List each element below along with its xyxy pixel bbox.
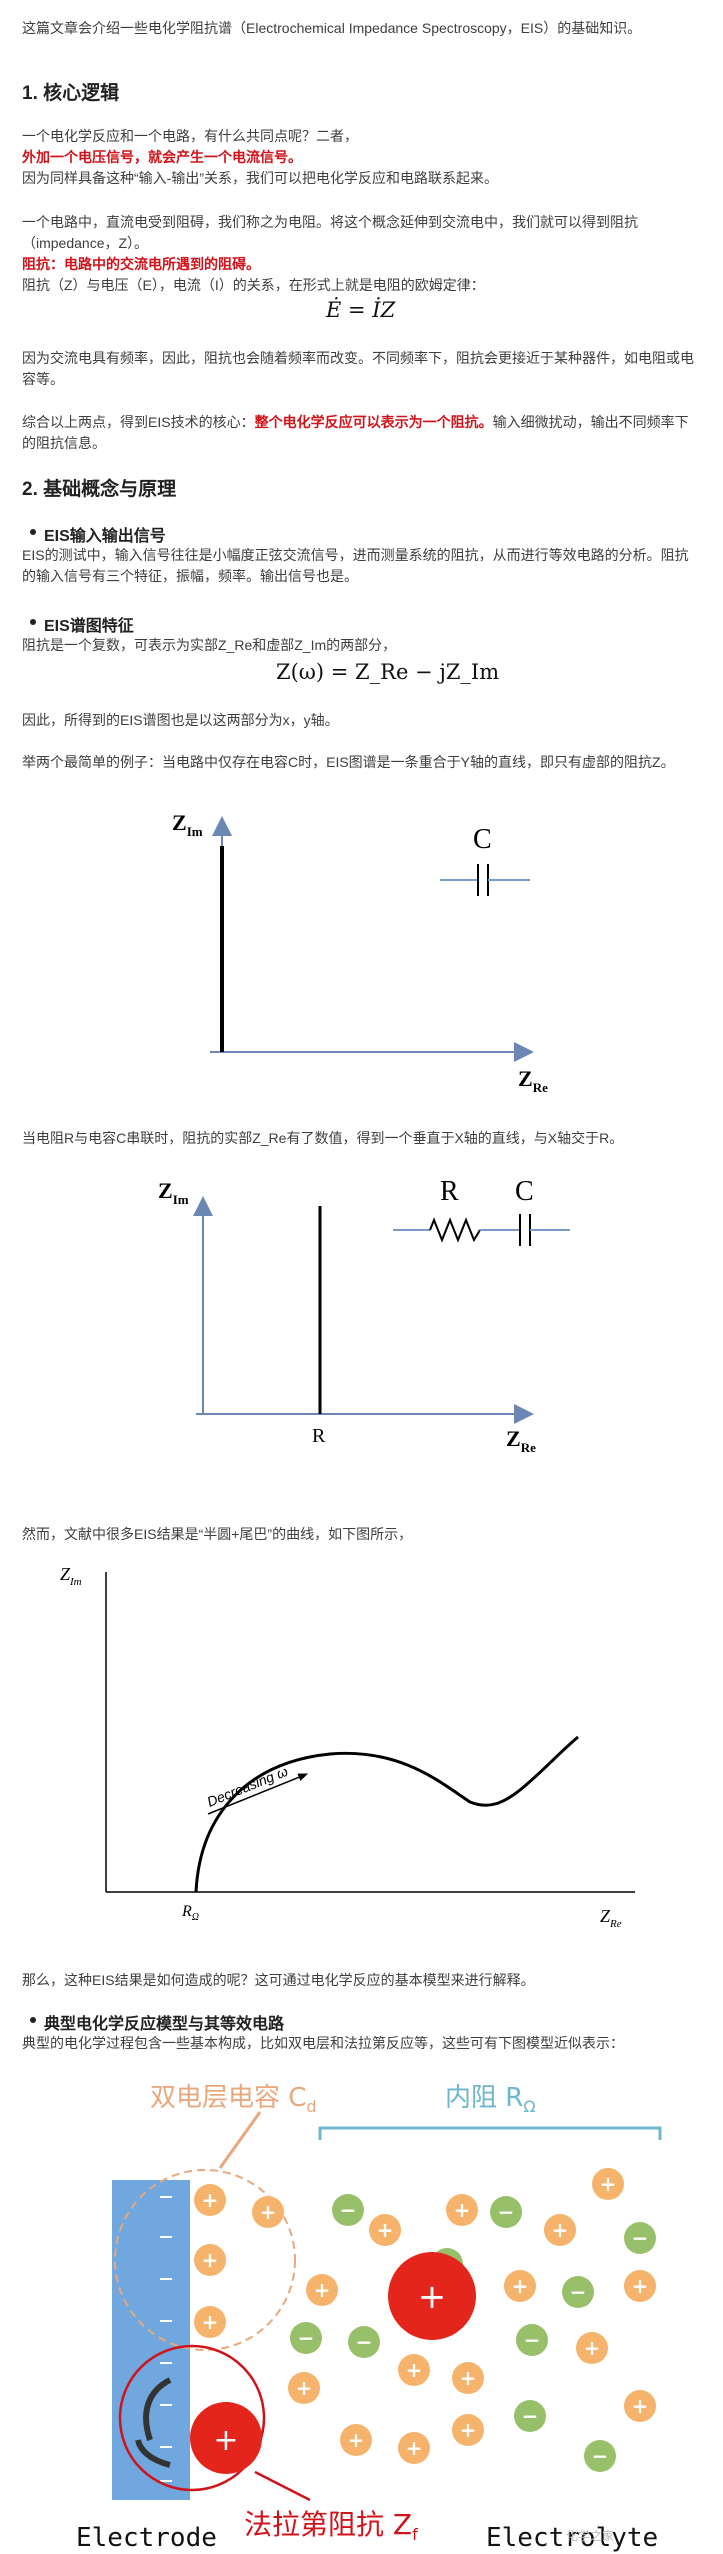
svg-text:+: + [632,2394,649,2418]
s1-p2b: 阻抗：电路中的交流电所遇到的阻碍。 [22,256,260,272]
s1-p2a: 一个电路中，直流电受到阻碍，我们称之为电阻。将这个概念延伸到交流电中，我们就可以… [22,214,638,251]
example-4-text: 那么，这种EIS结果是如何造成的呢？这可通过电化学反应的基本模型来进行解释。 [22,1972,535,1988]
svg-text:−: − [340,2198,357,2222]
example-3-text: 然而，文献中很多EIS结果是“半圆+尾巴”的曲线，如下图所示， [22,1526,413,1542]
y-axis-label: ZIm [172,810,203,839]
x-axis-label: ZRe [518,1066,548,1095]
section-2-title: 2. 基础概念与原理 [22,479,177,500]
nyquist-curve [194,1735,579,1893]
resistor-label: R [440,1176,459,1207]
capacitor-symbol: C [440,824,530,896]
figure-electrochemical-model: 双电层电容 Cd 内阻 RΩ + + + + + + + + + + + + + + + + + + +… [76,2083,662,2553]
figure-capacitor-plot: ZIm ZRe C [172,810,548,1095]
svg-text:+: + [348,2428,365,2452]
s1-p1b: 外加一个电压信号，就会产生一个电流信号。 [22,149,302,165]
faradaic-label: 法拉第阻抗 Zf [244,2508,418,2544]
s1-p2c: 阻抗（Z）与电压（E），电流（I）的关系，在形式上就是电阻的欧姆定律： [22,277,485,293]
svg-text:−: − [522,2404,539,2428]
example-2-text: 当电阻R与电容C串联时，阻抗的实部Z_Re有了数值，得到一个垂直于X轴的直线，与… [22,1130,624,1146]
y-axis-label: ZIm [60,1564,82,1588]
svg-text:+: + [632,2274,649,2298]
figure-semicircle-plot: Decreasing ω ZIm ZRe RΩ [60,1564,635,1930]
s1-p4b: 整个电化学反应可以表示为一个阻抗。 [254,414,493,430]
s1-p4c: 输入细微扰动，输出不同频率下的阻抗信息。 [22,414,689,451]
s1-paragraph-4: 综合以上两点，得到EIS技术的核心：整个电化学反应可以表示为一个阻抗。输入细微扰… [22,412,702,454]
svg-text:−: − [592,2444,609,2468]
capacitor-label: C [473,824,492,855]
svg-text:+: + [260,2200,277,2224]
s1-paragraph-1: 一个电化学反应和一个电路，有什么共同点呢？二者， 外加一个电压信号，就会产生一个… [22,126,702,189]
s1-p4a: 综合以上两点，得到EIS技术的核心： [22,414,255,430]
svg-text:+: + [314,2278,331,2302]
section-1-title: 1. 核心逻辑 [22,83,120,104]
reaction-arrow-top [143,2377,172,2441]
internal-r-label: 内阻 RΩ [445,2083,536,2116]
svg-text:+: + [213,2423,238,2458]
double-layer-label: 双电层电容 Cd [150,2083,317,2116]
sub-eis-io: EIS输入输出信号 [30,522,166,546]
ohm-formula: Ė = İZ [326,298,396,322]
double-layer-arrow [218,2111,262,2169]
svg-text:+: + [512,2274,529,2298]
svg-text:+: + [202,2188,219,2212]
ion-signs: +++ +++ +++ +++ +++ +++ + −−− −−− −−− − [202,2172,649,2468]
capacitor-label: C [515,1176,534,1207]
sub-eis-spectrum-text: 阻抗是一个复数，可表示为实部Z_Re和虚部Z_Im的两部分， [22,637,397,653]
svg-text:+: + [202,2248,219,2272]
figure-rc-series-plot: R ZIm ZRe R C [158,1176,570,1455]
example-1-text: 举两个最简单的例子：当电路中仅存在电容C时，EIS图谱是一条重合于Y轴的直线，即… [22,754,675,770]
svg-text:−: − [524,2328,541,2352]
plus-ions [194,2168,656,2464]
watermark: 化学之家 [566,2528,614,2543]
svg-text:+: + [406,2436,423,2460]
y-axis-label: ZIm [158,1178,189,1207]
electrode-block [112,2180,190,2500]
faradaic-circle [118,2344,266,2492]
svg-text:+: + [454,2198,471,2222]
sub-eis-spectrum: EIS谱图特征 [30,612,134,636]
r-omega-label: RΩ [181,1903,199,1923]
sub-model: 典型电化学反应模型与其等效电路 [29,2010,284,2034]
double-layer-circle [114,2169,296,2351]
reacting-ion [190,2402,262,2474]
electrode-minus-signs [160,2196,172,2482]
svg-text:+: + [584,2336,601,2360]
svg-text:+: + [600,2172,617,2196]
x-axis-label: ZRe [506,1426,536,1455]
svg-text:+: + [296,2376,313,2400]
s1-p1a: 一个电化学反应和一个电路，有什么共同点呢？二者， [22,128,358,144]
r-intercept-label: R [312,1425,326,1447]
svg-text:+: + [406,2358,423,2382]
svg-text:+: + [202,2310,219,2334]
svg-text:−: − [498,2200,515,2224]
svg-text:+: + [377,2218,394,2242]
impedance-formula: Z(ω) = Z_Re − jZ_Im [276,660,500,684]
svg-text:+: + [460,2366,477,2390]
sub-eis-spectrum-text2: 因此，所得到的EIS谱图也是以这两部分为x，y轴。 [22,712,339,728]
electrolyte-label: Electrolyte [486,2523,658,2553]
svg-text:+: + [552,2218,569,2242]
x-axis-label: ZRe [600,1906,622,1930]
svg-text:−: − [298,2326,315,2350]
svg-text:+: + [460,2418,477,2442]
s1-paragraph-2: 一个电路中，直流电受到阻碍，我们称之为电阻。将这个概念延伸到交流电中，我们就可以… [22,212,702,296]
svg-text:−: − [356,2330,373,2354]
decreasing-omega-annotation: Decreasing ω [205,1763,309,1815]
electrode-label: Electrode [76,2523,217,2553]
sub-eis-io-text: EIS的测试中，输入信号往往是小幅度正弦交流信号，进而测量系统的阻抗，从而进行等… [22,547,689,584]
intro-paragraph: 这篇文章会介绍一些电化学阻抗谱（Electrochemical Impedanc… [22,20,642,36]
reaction-arrow-bottom [135,2439,171,2468]
s1-p1c: 因为同样具备这种“输入-输出”关系，我们可以把电化学反应和电路联系起来。 [22,170,498,186]
svg-text:−: − [570,2280,587,2304]
rc-circuit-symbol: R C [393,1176,570,1246]
svg-text:−: − [632,2226,649,2250]
sub-model-text: 典型的电化学过程包含一些基本构成，比如双电层和法拉第反应等，这些可有下图模型近似… [22,2035,624,2051]
s1-paragraph-3: 因为交流电具有频率，因此，阻抗也会随着频率而改变。不同频率下，阻抗会更接近于某种… [22,350,694,387]
large-red-ion [388,2252,476,2340]
faradaic-pointer [254,2470,311,2502]
internal-r-bracket [318,2126,662,2140]
svg-text:+: + [418,2277,447,2317]
